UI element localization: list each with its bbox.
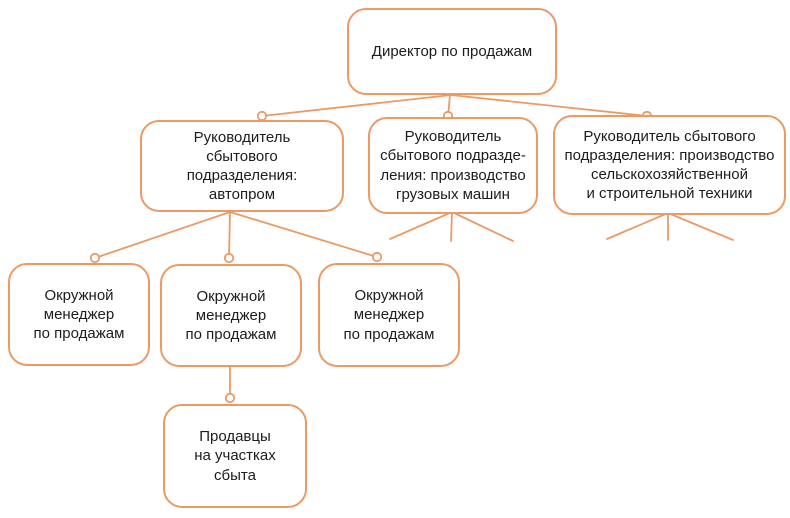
- node-sellers-label: Продавцы на участках сбыта: [194, 428, 276, 484]
- node-district-manager-2-label: Окружной менеджер по продажам: [185, 287, 277, 344]
- node-sellers: Продавцы на участках сбыта: [163, 404, 307, 508]
- connector-dot: [223, 252, 235, 264]
- node-district-manager-3-label: Окружной менеджер по продажам: [343, 287, 435, 343]
- edge-director-autoprom: [261, 94, 452, 117]
- connector-dot: [89, 252, 101, 264]
- node-head-autoprom: Руководитель сбытового подразделения: ав…: [140, 120, 344, 212]
- collapsed-fork-trucks: [451, 211, 514, 242]
- collapsed-fork-agri: [667, 212, 734, 241]
- edge-director-agri: [450, 94, 648, 117]
- collapsed-fork-trucks: [450, 211, 453, 242]
- edge-autoprom-dm3: [229, 211, 378, 258]
- node-head-trucks-label: Руководитель сбытового подразде- ления: …: [380, 128, 526, 203]
- node-district-manager-1-label: Окружной менеджер по продажам: [33, 286, 125, 343]
- node-head-agri: Руководитель сбытового подразделения: пр…: [553, 115, 786, 215]
- node-head-autoprom-label: Руководитель сбытового подразделения: ав…: [186, 128, 298, 204]
- node-director: Директор по продажам: [347, 8, 557, 95]
- node-head-agri-label: Руководитель сбытового подразделения: пр…: [564, 127, 775, 203]
- connector-dot: [224, 392, 236, 404]
- connector-dot: [371, 251, 383, 263]
- node-head-trucks: Руководитель сбытового подразде- ления: …: [368, 117, 538, 214]
- collapsed-fork-trucks: [389, 211, 453, 240]
- node-district-manager-1: Окружной менеджер по продажам: [8, 263, 150, 366]
- edge-autoprom-dm1: [94, 211, 231, 259]
- node-director-label: Директор по продажам: [371, 42, 533, 60]
- edge-autoprom-dm2: [228, 211, 231, 259]
- collapsed-fork-agri: [606, 212, 669, 240]
- connector-dot: [256, 110, 268, 122]
- node-district-manager-3: Окружной менеджер по продажам: [318, 263, 460, 367]
- node-district-manager-2: Окружной менеджер по продажам: [160, 264, 302, 367]
